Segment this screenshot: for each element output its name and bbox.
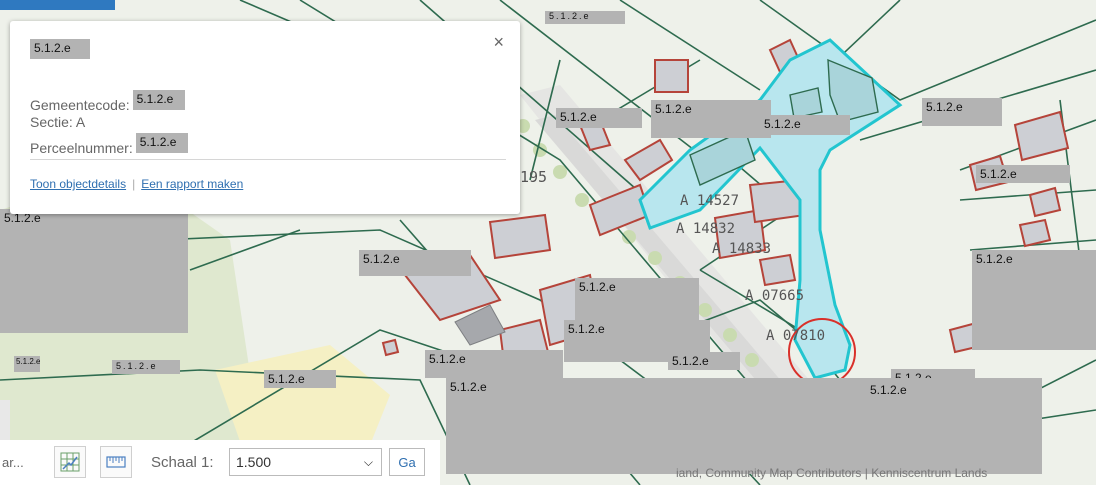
scale-toolbar: ar... Schaal 1: 1.500 ⌵ Ga xyxy=(0,440,440,485)
redaction-box: 5.1.2.e xyxy=(556,108,642,128)
parcel-label-195: 195 xyxy=(520,168,547,186)
grid-icon xyxy=(60,452,80,472)
gemeentecode-value: 5.1.2.e xyxy=(132,90,185,110)
redaction-box: 5.1.2.e xyxy=(976,165,1070,183)
popup-divider xyxy=(30,159,506,160)
link-separator: | xyxy=(132,177,136,191)
show-object-details-link[interactable]: Toon objectdetails xyxy=(30,177,127,191)
perceelnummer-row: Perceelnummer:5.1.2.e xyxy=(30,133,188,156)
gemeentecode-label: Gemeentecode: xyxy=(30,97,130,113)
chevron-down-icon: ⌵ xyxy=(363,455,373,469)
perceelnummer-value: 5.1.2.e xyxy=(135,133,188,153)
parcel-number-labels: A 14527 A 14832 A 14833 A 07665 A 07810 … xyxy=(520,168,825,344)
sectie-row: Sectie: A xyxy=(30,114,86,130)
grey-buildings xyxy=(454,304,506,346)
map-attribution: iand, Community Map Contributors | Kenni… xyxy=(676,466,988,480)
scale-select[interactable]: 1.500 ⌵ xyxy=(229,448,382,476)
redaction-box: 5.1.2.e xyxy=(870,383,907,397)
redaction-box: 5.1.2.e xyxy=(446,378,1042,474)
parcel-info-popup: 5.1.2.e × Gemeentecode:5.1.2.e Sectie: A… xyxy=(10,21,520,214)
ruler-icon xyxy=(106,456,126,468)
scale-value: 1.500 xyxy=(236,454,272,470)
redaction-box: 5.1.2.e xyxy=(14,356,40,372)
redaction-box: 5.1.2.e xyxy=(264,370,336,388)
buildings xyxy=(381,38,1070,372)
toolbar-truncated-text: ar... xyxy=(2,455,24,470)
redaction-box: 5.1.2.e xyxy=(668,352,740,370)
close-icon[interactable]: × xyxy=(493,32,504,52)
header-tab[interactable] xyxy=(0,0,115,10)
ruler-button[interactable] xyxy=(100,446,132,478)
left-edge-control xyxy=(0,400,10,440)
popup-title-redaction: 5.1.2.e xyxy=(30,39,90,59)
redaction-box: 5.1.2.e xyxy=(575,278,699,320)
parcel-label-14832: A 14832 xyxy=(676,221,735,237)
redaction-box: 5.1.2.e xyxy=(0,209,188,333)
parcel-label-14833: A 14833 xyxy=(712,241,771,257)
redaction-box: 5.1.2.e xyxy=(651,100,771,138)
redaction-box: 5.1.2.e xyxy=(922,98,1002,126)
go-button[interactable]: Ga xyxy=(389,448,425,476)
create-report-link[interactable]: Een rapport maken xyxy=(141,177,244,191)
redaction-box: 5.1.2.e xyxy=(760,115,850,135)
parcel-label-07665: A 07665 xyxy=(745,288,804,304)
perceelnummer-label: Perceelnummer: xyxy=(30,140,133,156)
scale-label: Schaal 1: xyxy=(151,454,214,471)
popup-actions: Toon objectdetails | Een rapport maken xyxy=(30,177,243,191)
parcel-label-14527: A 14527 xyxy=(680,193,739,209)
parcel-label-07810: A 07810 xyxy=(766,328,825,344)
redaction-box: 5.1.2.e xyxy=(425,350,563,378)
redaction-box: 5.1.2.e xyxy=(359,250,471,276)
redaction-box: 5.1.2.e xyxy=(545,11,625,24)
redaction-box: 5.1.2.e xyxy=(972,250,1096,350)
gemeentecode-row: Gemeentecode:5.1.2.e xyxy=(30,90,185,113)
grid-button[interactable] xyxy=(54,446,86,478)
redaction-box: 5.1.2.e xyxy=(112,360,180,374)
